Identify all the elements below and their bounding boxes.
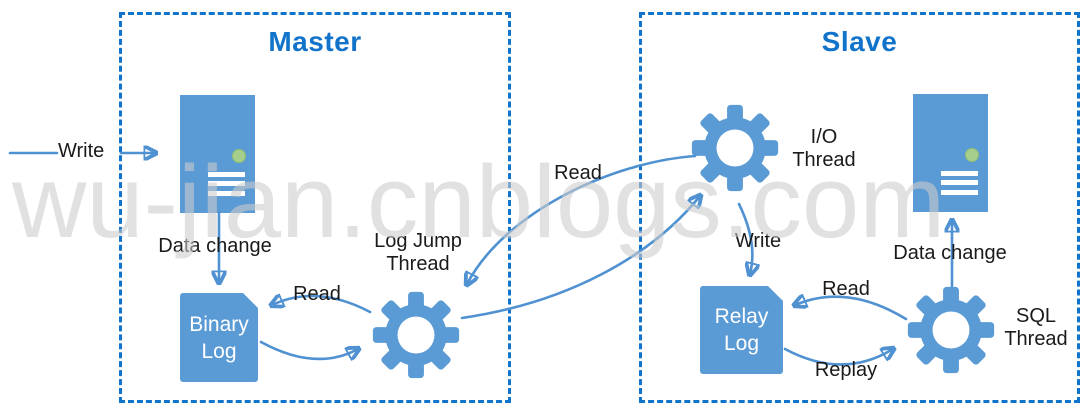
binary-log-icon: Binary Log [180,293,258,382]
status-dot-icon [232,149,246,164]
server-slot-line [207,190,245,196]
server-slot-line [207,181,245,187]
log-jump-thread-label: Log Jump Thread [374,230,462,275]
slave-title: Slave [821,26,898,57]
write-label-master: Write [58,140,105,162]
io-thread-label: I/O Thread [792,126,856,171]
read-label-binlog: Read [293,283,341,305]
write-label-slave: Write [734,230,782,252]
read-label-relay: Read [822,278,870,300]
server-slot-line [207,171,245,177]
replay-label: Replay [814,359,878,381]
data-change-label-master: Data change [158,235,272,257]
slave-database-server-icon [913,94,988,212]
master-database-server-icon [180,95,255,213]
server-slot-line [940,180,978,186]
read-label-master-slave: Read [554,162,602,184]
master-title: Master [268,26,362,57]
io-thread-gear-icon [691,104,779,192]
sql-thread-label: SQL Thread [1004,305,1068,350]
server-slot-line [940,170,978,176]
status-dot-icon [965,148,979,163]
relay-log-icon: Relay Log [700,286,783,374]
sql-thread-gear-icon [907,286,995,374]
data-change-label-slave: Data change [893,242,1007,264]
log-jump-thread-gear-icon [372,291,460,379]
server-slot-line [940,189,978,195]
